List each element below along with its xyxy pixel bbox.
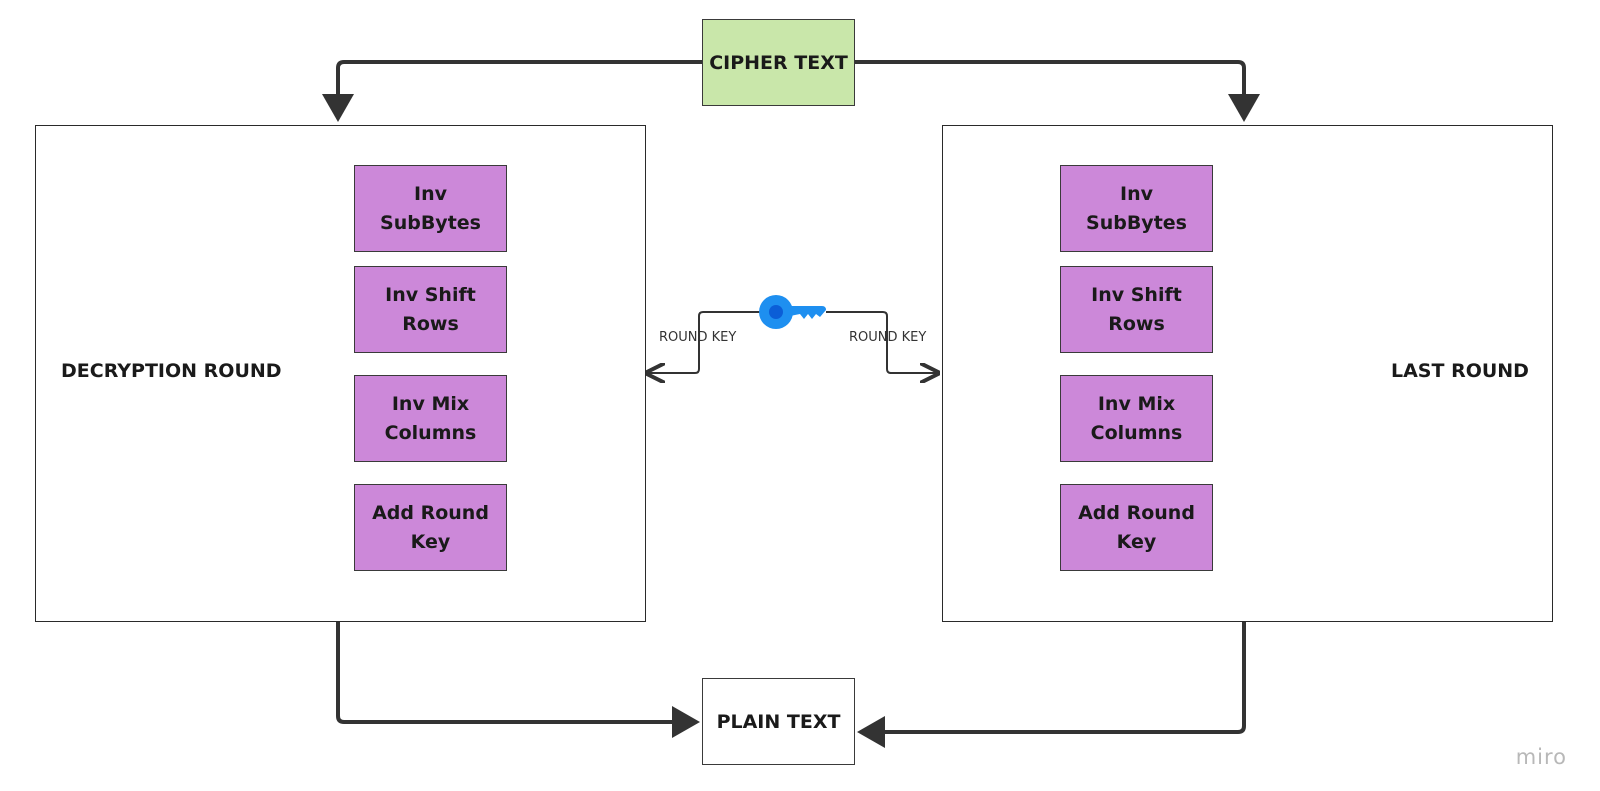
- cipher-text-label: CIPHER TEXT: [709, 51, 848, 74]
- left-step-inv-mix-columns: Inv Mix Columns: [354, 375, 507, 462]
- key-icon: [759, 295, 826, 329]
- right-step-inv-shift-rows: Inv Shift Rows: [1060, 266, 1213, 353]
- cipher-text-box: CIPHER TEXT: [702, 19, 855, 106]
- last-round-box: [942, 125, 1553, 622]
- plain-text-box: PLAIN TEXT: [702, 678, 855, 765]
- left-step-inv-shift-rows: Inv Shift Rows: [354, 266, 507, 353]
- miro-watermark: miro: [1515, 745, 1567, 769]
- key-to-left-round-arrow: [647, 311, 760, 373]
- plain-text-label: PLAIN TEXT: [716, 710, 841, 733]
- last-round-label: LAST ROUND: [1391, 360, 1529, 382]
- left-step-inv-subbytes: Inv SubBytes: [354, 165, 507, 252]
- right-round-to-plain-arrow: [857, 621, 1246, 748]
- right-step-add-round-key: Add Round Key: [1060, 484, 1213, 571]
- right-step-inv-subbytes: Inv SubBytes: [1060, 165, 1213, 252]
- cipher-to-right-round-arrow: [855, 60, 1260, 122]
- cipher-to-left-round-arrow: [322, 60, 702, 122]
- key-to-right-round-arrow: [826, 311, 938, 373]
- left-round-to-plain-arrow: [336, 621, 700, 738]
- decryption-round-label: DECRYPTION ROUND: [61, 360, 282, 382]
- left-step-add-round-key: Add Round Key: [354, 484, 507, 571]
- right-round-key-label: ROUND KEY: [849, 330, 927, 345]
- decryption-round-box: [35, 125, 646, 622]
- right-step-inv-mix-columns: Inv Mix Columns: [1060, 375, 1213, 462]
- left-round-key-label: ROUND KEY: [659, 330, 737, 345]
